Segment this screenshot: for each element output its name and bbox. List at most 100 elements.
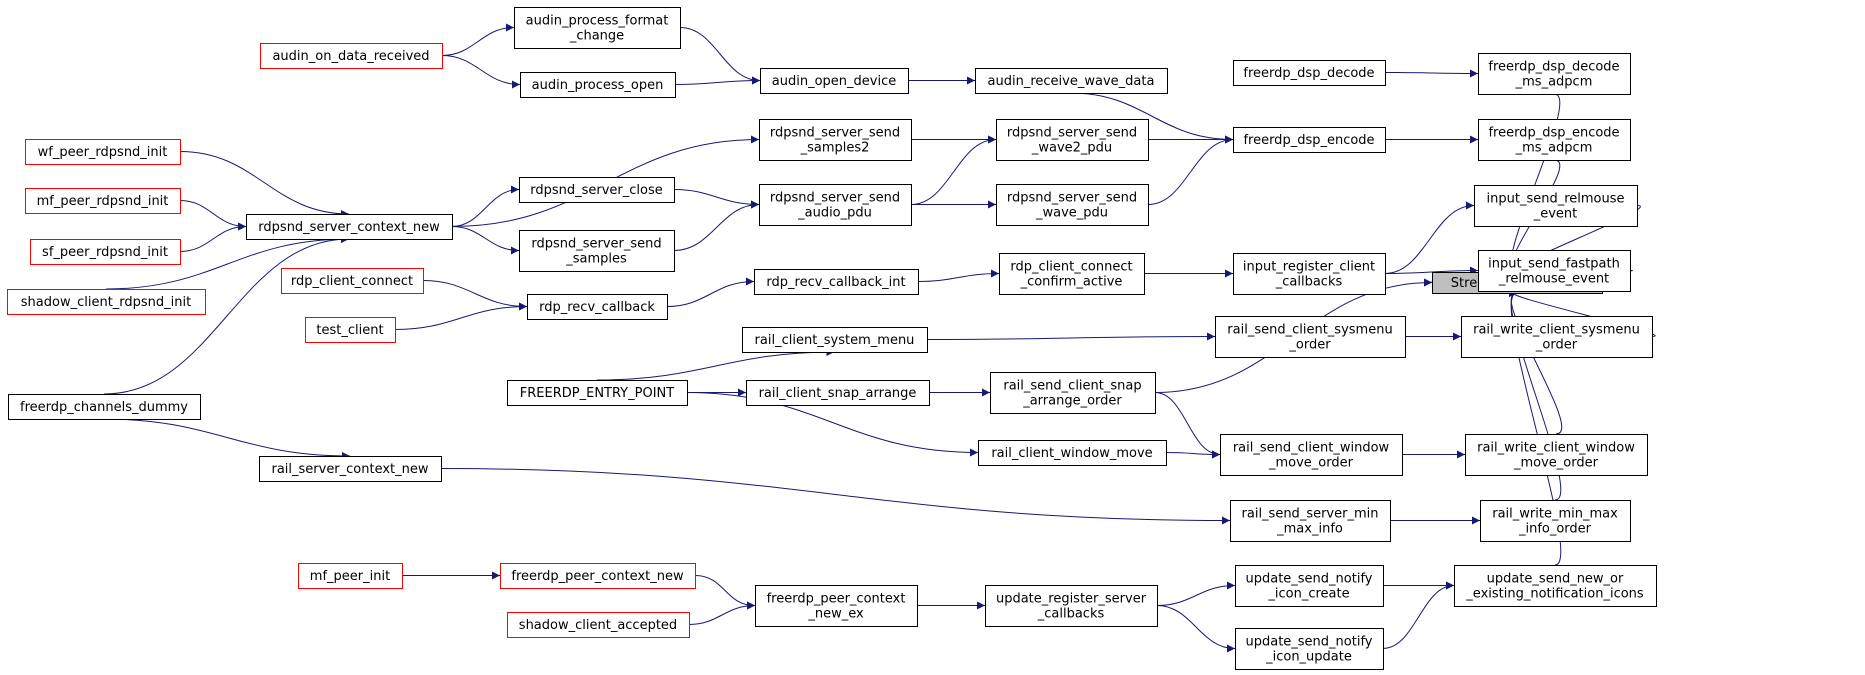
node-label-line: _samples: [565, 252, 627, 267]
edge-test_client-to-rdp_recv_callback: [394, 302, 528, 330]
node-label-line: rail_client_system_menu: [755, 333, 915, 348]
edge-input_register_client_callbacks-to-input_send_fastpath_relmouse_event: [1384, 266, 1479, 275]
node-label-line: rail_write_client_window: [1477, 441, 1635, 456]
node-label-line: _icon_create: [1267, 587, 1349, 602]
node-mf_peer_rdpsnd_init[interactable]: mf_peer_rdpsnd_init: [25, 188, 181, 214]
node-update_send_new_or_existing_notification_icons[interactable]: update_send_new_or_existing_notification…: [1454, 565, 1657, 607]
edge-line: [1154, 392, 1221, 459]
node-label-line: update_send_notify: [1245, 635, 1372, 650]
node-shadow_client_rdpsnd_init[interactable]: shadow_client_rdpsnd_init: [7, 289, 206, 315]
node-input_send_fastpath_relmouse_event[interactable]: input_send_fastpath_relmouse_event: [1478, 250, 1631, 292]
node-box: [298, 563, 403, 589]
node-audin_receive_wave_data[interactable]: audin_receive_wave_data: [975, 68, 1168, 94]
node-label-line: rdp_client_connect: [291, 274, 413, 289]
edge-line: [394, 302, 528, 330]
node-FREERDP_ENTRY_POINT[interactable]: FREERDP_ENTRY_POINT: [507, 380, 688, 406]
node-box: [1478, 250, 1631, 292]
edge-update_send_new_or_existing_notification_icons-to-target: [1508, 289, 1562, 566]
node-freerdp_dsp_decode_ms_adpcm[interactable]: freerdp_dsp_decode_ms_adpcm: [1478, 53, 1631, 95]
node-rdpsnd_server_context_new[interactable]: rdpsnd_server_context_new: [246, 214, 453, 240]
node-box: [25, 188, 181, 214]
node-label-line: freerdp_channels_dummy: [20, 400, 188, 415]
node-box: [1220, 434, 1403, 476]
node-rdp_client_connect_confirm_active[interactable]: rdp_client_connect_confirm_active: [999, 253, 1145, 295]
node-box: [305, 317, 396, 343]
node-label-line: mf_peer_rdpsnd_init: [37, 194, 169, 209]
node-label-line: wf_peer_rdpsnd_init: [38, 145, 168, 160]
node-freerdp_dsp_encode[interactable]: freerdp_dsp_encode: [1233, 127, 1386, 153]
edge-rdpsnd_server_send_wave_pdu-to-freerdp_dsp_encode: [1147, 135, 1234, 205]
node-rdpsnd_server_send_wave2_pdu[interactable]: rdpsnd_server_send_wave2_pdu: [996, 119, 1149, 161]
node-sf_peer_rdpsnd_init[interactable]: sf_peer_rdpsnd_init: [30, 239, 181, 265]
node-shadow_client_accepted[interactable]: shadow_client_accepted: [507, 612, 690, 638]
node-rdp_client_connect[interactable]: rdp_client_connect: [281, 268, 424, 294]
node-rail_send_client_window_move_order[interactable]: rail_send_client_window_move_order: [1220, 434, 1403, 476]
node-update_send_notify_icon_create[interactable]: update_send_notify_icon_create: [1235, 565, 1384, 607]
node-label-line: _ms_adpcm: [1515, 75, 1593, 90]
node-rdpsnd_server_send_wave_pdu[interactable]: rdpsnd_server_send_wave_pdu: [996, 184, 1149, 226]
node-rail_client_window_move[interactable]: rail_client_window_move: [978, 440, 1167, 466]
edge-line: [179, 222, 247, 252]
node-box: [755, 585, 918, 627]
node-rail_send_server_min_max_info[interactable]: rail_send_server_min_max_info: [1230, 500, 1391, 542]
node-label-line: _info_order: [1518, 522, 1592, 537]
node-freerdp_peer_context_new[interactable]: freerdp_peer_context_new: [500, 563, 696, 589]
node-freerdp_dsp_encode_ms_adpcm[interactable]: freerdp_dsp_encode_ms_adpcm: [1478, 119, 1631, 161]
node-label-line: freerdp_dsp_encode: [1243, 133, 1374, 148]
edge-line: [666, 277, 755, 307]
node-audin_open_device[interactable]: audin_open_device: [760, 68, 909, 94]
node-rail_send_client_sysmenu_order[interactable]: rail_send_client_sysmenu_order: [1215, 316, 1406, 358]
node-label-line: freerdp_peer_context: [767, 592, 906, 607]
node-label-line: _event: [1533, 207, 1578, 222]
node-rail_write_client_sysmenu_order[interactable]: rail_write_client_sysmenu_order: [1461, 316, 1653, 358]
node-wf_peer_rdpsnd_init[interactable]: wf_peer_rdpsnd_init: [25, 139, 181, 165]
node-test_client[interactable]: test_client: [305, 317, 396, 343]
edge-line: [440, 468, 1231, 525]
node-box: [1465, 434, 1648, 476]
node-box: [1233, 253, 1386, 295]
node-rdpsnd_server_close[interactable]: rdpsnd_server_close: [519, 177, 675, 203]
node-input_register_client_callbacks[interactable]: input_register_client_callbacks: [1233, 253, 1386, 295]
node-rail_write_client_window_move_order[interactable]: rail_write_client_window_move_order: [1465, 434, 1648, 476]
node-update_register_server_callbacks[interactable]: update_register_server_callbacks: [985, 585, 1158, 627]
edge-line: [674, 76, 761, 85]
node-label-line: _audio_pdu: [797, 206, 872, 221]
node-rail_client_system_menu[interactable]: rail_client_system_menu: [742, 327, 928, 353]
edges-layer: [103, 23, 1656, 653]
node-label-line: rdp_recv_callback: [539, 300, 655, 315]
node-input_send_relmouse_event[interactable]: input_send_relmouse_event: [1474, 185, 1638, 227]
node-freerdp_channels_dummy[interactable]: freerdp_channels_dummy: [8, 394, 201, 420]
node-box: [7, 289, 206, 315]
node-box: [246, 214, 453, 240]
node-rail_server_context_new[interactable]: rail_server_context_new: [259, 456, 442, 482]
node-box: [527, 294, 668, 320]
node-audin_process_open[interactable]: audin_process_open: [520, 72, 676, 98]
node-audin_process_format_change[interactable]: audin_process_format_change: [514, 7, 681, 49]
node-label-line: input_send_fastpath: [1488, 257, 1620, 272]
node-label-line: _relmouse_event: [1498, 272, 1609, 287]
node-rdpsnd_server_send_audio_pdu[interactable]: rdpsnd_server_send_audio_pdu: [759, 184, 912, 226]
node-mf_peer_init[interactable]: mf_peer_init: [298, 563, 403, 589]
node-rdpsnd_server_send_samples[interactable]: rdpsnd_server_send_samples: [519, 230, 675, 272]
node-label-line: test_client: [316, 323, 383, 338]
edge-update_register_server_callbacks-to-update_send_notify_icon_update: [1156, 605, 1236, 653]
node-rdpsnd_server_send_samples2[interactable]: rdpsnd_server_send_samples2: [759, 119, 912, 161]
node-label-line: audin_process_format: [526, 14, 669, 29]
node-rdp_recv_callback[interactable]: rdp_recv_callback: [527, 294, 668, 320]
edge-mf_peer_rdpsnd_init-to-rdpsnd_server_context_new: [179, 200, 247, 231]
node-rdp_recv_callback_int[interactable]: rdp_recv_callback_int: [754, 269, 919, 295]
node-rail_send_client_snap_arrange_order[interactable]: rail_send_client_snap_arrange_order: [990, 372, 1156, 414]
node-freerdp_dsp_decode[interactable]: freerdp_dsp_decode: [1233, 60, 1386, 86]
node-audin_on_data_received[interactable]: audin_on_data_received: [260, 43, 443, 69]
node-rail_client_snap_arrange[interactable]: rail_client_snap_arrange: [746, 380, 930, 406]
edge-audin_process_format_change-to-audin_open_device: [679, 27, 761, 85]
edge-audin_on_data_received-to-audin_process_open: [441, 55, 521, 89]
node-rail_write_min_max_info_order[interactable]: rail_write_min_max_info_order: [1480, 500, 1631, 542]
nodes-layer: Stream_Write_INT16audin_on_data_received…: [7, 7, 1657, 670]
node-update_send_notify_icon_update[interactable]: update_send_notify_icon_update: [1235, 628, 1384, 670]
node-label-line: rdp_client_connect: [1010, 260, 1132, 275]
node-box: [1215, 316, 1406, 358]
node-freerdp_peer_context_new_ex[interactable]: freerdp_peer_context_new_ex: [755, 585, 918, 627]
node-label-line: audin_receive_wave_data: [988, 74, 1155, 89]
